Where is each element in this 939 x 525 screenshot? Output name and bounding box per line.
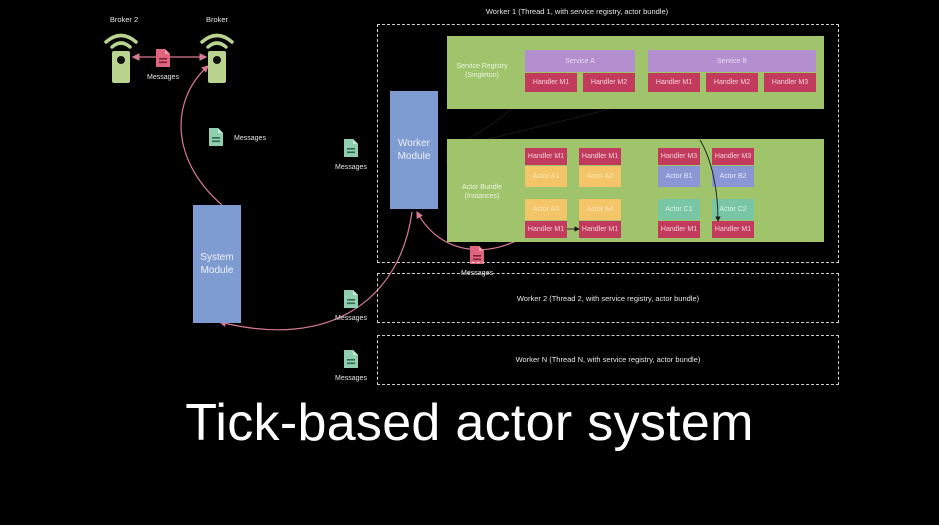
message-red-icon xyxy=(156,49,170,67)
messages-label-brokers: Messages xyxy=(147,74,179,81)
actor-bundle[interactable] xyxy=(447,139,824,242)
worker-2-label: Worker 2 (Thread 2, with service registr… xyxy=(516,294,700,303)
worker-n-box[interactable]: Worker N (Thread N, with service registr… xyxy=(377,335,839,385)
actor-b1-handler[interactable]: Handler M3 xyxy=(658,148,700,165)
actor-c1-handler[interactable]: Handler M1 xyxy=(658,221,700,238)
actor-b2[interactable]: Actor B2 xyxy=(712,166,754,187)
actor-b1[interactable]: Actor B1 xyxy=(658,166,700,187)
message-green-icon xyxy=(209,128,223,146)
worker-module-line2: Module xyxy=(397,151,431,162)
service-registry[interactable] xyxy=(447,36,824,109)
actor-c2[interactable]: Actor C2 xyxy=(712,199,754,220)
actor-c2-handler[interactable]: Handler M1 xyxy=(712,221,754,238)
actor-a2-handler[interactable]: Handler M1 xyxy=(579,148,621,165)
broker-2-label: Broker 2 xyxy=(109,15,139,24)
broker-label: Broker xyxy=(205,15,229,24)
actor-a3[interactable]: Actor A3 xyxy=(525,199,567,220)
messages-label-system: Messages xyxy=(234,135,266,142)
service-a[interactable]: Service A xyxy=(525,50,635,72)
worker-2-box[interactable]: Worker 2 (Thread 2, with service registr… xyxy=(377,273,839,323)
worker-module-line1: Worker xyxy=(397,138,431,149)
broker-2-icon[interactable] xyxy=(103,29,139,85)
actor-a4[interactable]: Actor A4 xyxy=(579,199,621,220)
broker-icon[interactable] xyxy=(199,29,235,85)
actor-b2-handler[interactable]: Handler M3 xyxy=(712,148,754,165)
service-b[interactable]: Service B xyxy=(648,50,816,72)
service-a-handler-m2[interactable]: Handler M2 xyxy=(583,73,635,92)
message-green-icon xyxy=(344,290,358,308)
slide-title: Tick-based actor system xyxy=(185,394,754,452)
system-module-line2: Module xyxy=(200,265,234,276)
service-registry-label: Service Registry (Singleton) xyxy=(449,62,515,80)
service-b-handler-m3[interactable]: Handler M3 xyxy=(764,73,816,92)
messages-label-worker-2: Messages xyxy=(335,315,367,322)
actor-bundle-label: Actor Bundle (Instances) xyxy=(449,183,515,201)
actor-a3-handler[interactable]: Handler M1 xyxy=(525,221,567,238)
service-b-handler-m1[interactable]: Handler M1 xyxy=(648,73,700,92)
message-green-icon xyxy=(344,139,358,157)
worker-1-label: Worker 1 (Thread 1, with service registr… xyxy=(485,7,669,16)
messages-label-worker-n: Messages xyxy=(335,375,367,382)
message-red-icon xyxy=(470,246,484,264)
message-green-icon xyxy=(344,350,358,368)
actor-a1-handler[interactable]: Handler M1 xyxy=(525,148,567,165)
messages-label-worker-1: Messages xyxy=(335,164,367,171)
service-registry-line2: (Singleton) xyxy=(465,72,499,79)
actor-a1[interactable]: Actor A1 xyxy=(525,166,567,187)
service-a-handler-m1[interactable]: Handler M1 xyxy=(525,73,577,92)
actor-bundle-line1: Actor Bundle xyxy=(461,184,503,191)
service-b-handler-m2[interactable]: Handler M2 xyxy=(706,73,758,92)
actor-c1[interactable]: Actor C1 xyxy=(658,199,700,220)
worker-1-box[interactable] xyxy=(377,24,839,263)
worker-n-label: Worker N (Thread N, with service registr… xyxy=(515,355,701,364)
service-registry-line1: Service Registry xyxy=(456,63,508,70)
system-module-line1: System xyxy=(200,252,234,263)
actor-a2[interactable]: Actor A2 xyxy=(579,166,621,187)
actor-a4-handler[interactable]: Handler M1 xyxy=(579,221,621,238)
actor-bundle-line2: (Instances) xyxy=(464,193,500,200)
